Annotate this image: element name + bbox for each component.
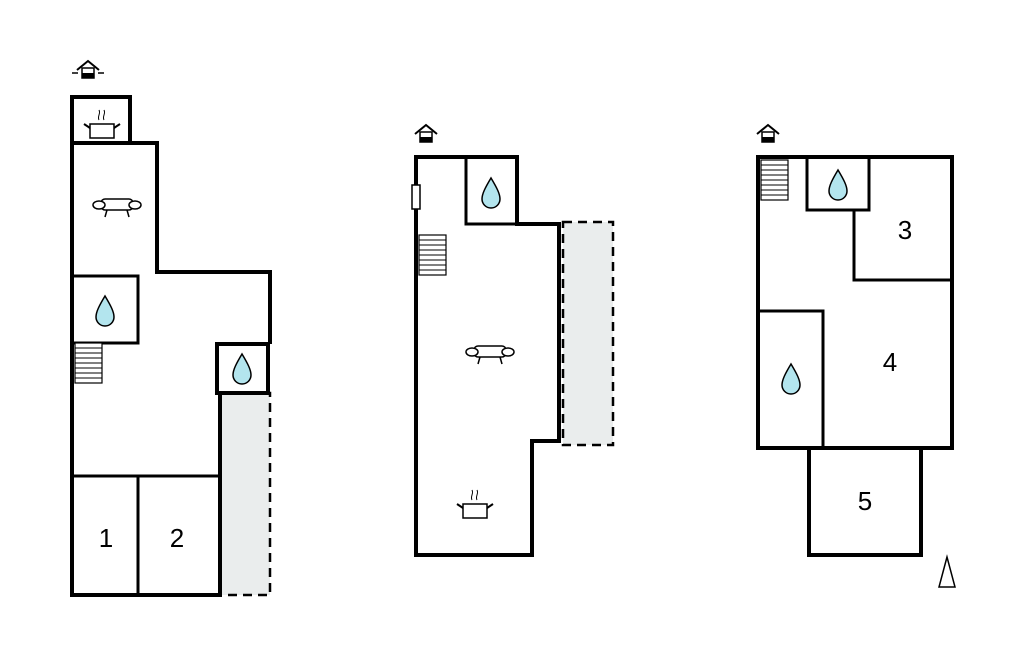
- entrance-icon: [76, 60, 100, 79]
- room-3-wall: [852, 210, 952, 282]
- sofa-icon: [465, 345, 515, 365]
- stairs-icon: [74, 342, 103, 384]
- water-drop-icon: [232, 353, 252, 385]
- kitchen-pot-icon: [83, 109, 121, 139]
- room-label: 1: [99, 523, 113, 553]
- entrance-icon: [414, 124, 438, 143]
- floor-plan-2: [411, 124, 615, 557]
- floor-plan-1: 1 2: [70, 60, 272, 597]
- bathroom-wall: [805, 155, 871, 212]
- room-label: 2: [170, 523, 184, 553]
- kitchen-pot-icon: [456, 489, 494, 519]
- water-drop-icon: [781, 363, 801, 395]
- water-drop-icon: [95, 295, 115, 327]
- floor-plan-3: 3 4 5: [756, 124, 956, 588]
- sofa-icon: [92, 198, 142, 218]
- outer-wall: [756, 155, 954, 450]
- room-label: 5: [858, 486, 872, 516]
- room-label: 3: [898, 215, 912, 245]
- north-arrow-icon: [938, 554, 956, 588]
- terrace-area: [218, 391, 272, 597]
- room-5-wall: [807, 446, 923, 557]
- room-label: 4: [883, 347, 897, 377]
- bathroom-wall: [215, 342, 270, 395]
- bathroom-wall: [758, 309, 825, 448]
- bathroom-wall: [72, 274, 140, 345]
- stairs-icon: [760, 159, 789, 201]
- terrace-area: [561, 220, 615, 447]
- water-drop-icon: [481, 177, 501, 209]
- window-icon: [411, 184, 421, 210]
- outer-wall: [70, 95, 272, 597]
- entrance-icon: [756, 124, 780, 143]
- water-drop-icon: [828, 169, 848, 201]
- bathroom-wall: [464, 155, 519, 226]
- stairs-icon: [418, 234, 447, 276]
